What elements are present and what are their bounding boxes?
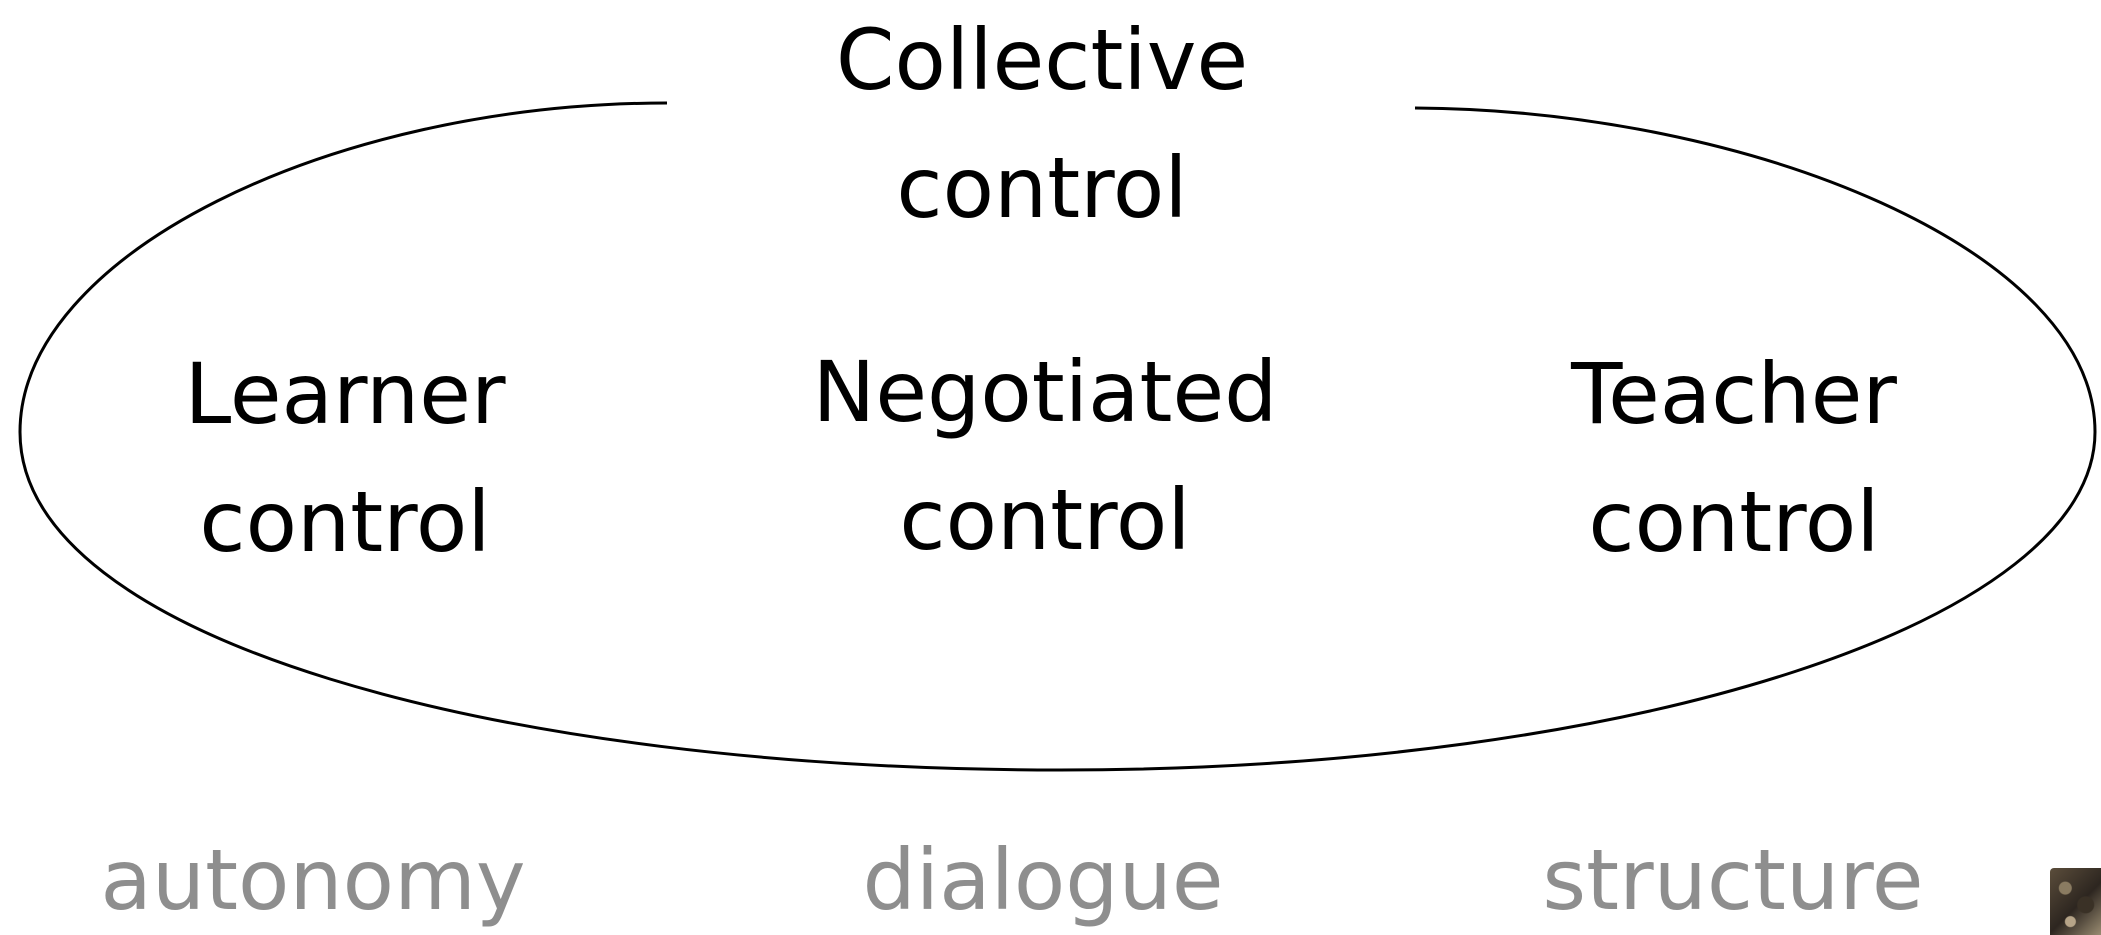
collective-line-1: Collective: [835, 11, 1249, 109]
dialogue-label: dialogue: [862, 831, 1224, 929]
corner-photo-thumbnail: [2050, 868, 2101, 935]
learner-control-label: Learner control: [185, 330, 506, 586]
collective-control-label: Collective control: [836, 0, 1248, 252]
ellipse-path: [18, 101, 2097, 772]
collective-line-2: control: [896, 139, 1188, 237]
structure-label: structure: [1542, 831, 1924, 929]
teacher-line-1: Teacher: [1571, 345, 1897, 443]
autonomy-label: autonomy: [100, 831, 526, 929]
teacher-line-2: control: [1588, 473, 1880, 571]
learner-line-2: control: [199, 473, 491, 571]
learner-line-1: Learner: [184, 345, 506, 443]
negotiated-line-1: Negotiated: [812, 343, 1278, 441]
negotiated-line-2: control: [899, 471, 1191, 569]
teacher-control-label: Teacher control: [1571, 330, 1897, 586]
negotiated-control-label: Negotiated control: [813, 328, 1278, 584]
